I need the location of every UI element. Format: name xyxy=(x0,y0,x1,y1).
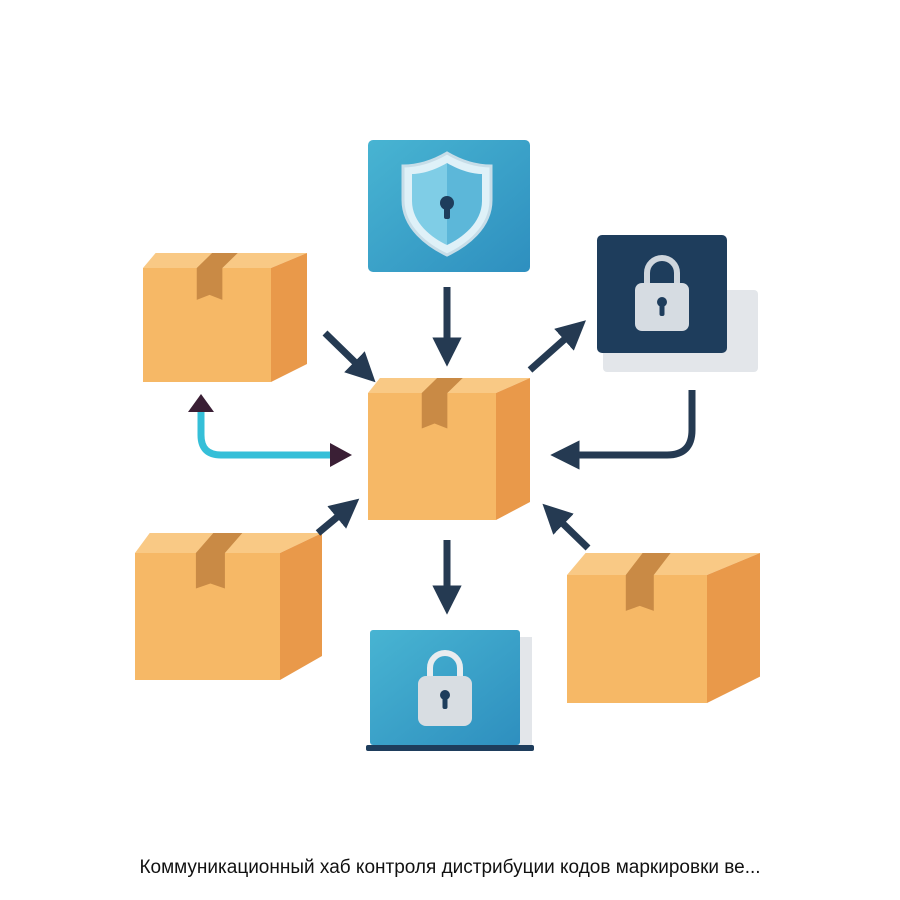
arrow-hub-to-lock xyxy=(527,320,586,373)
laptop-padlock-icon xyxy=(418,650,472,726)
lock-card xyxy=(597,235,758,372)
arrow-lock-to-hub xyxy=(550,390,696,470)
box-bottom-left xyxy=(135,533,322,680)
arrow-topleft-to-hub xyxy=(322,330,376,383)
arrows xyxy=(315,287,696,615)
shield-keyhole-icon xyxy=(401,151,493,257)
laptop-lock-card xyxy=(366,630,534,751)
cyan-bidirectional-arrow xyxy=(188,394,352,467)
box-hub-center xyxy=(368,378,530,520)
caption: Коммуникационный хаб контроля дистрибуци… xyxy=(139,857,761,878)
box-top-left xyxy=(143,253,307,382)
arrow-bottomleft-to-hub xyxy=(315,498,360,536)
arrow-bottomright-to-hub xyxy=(542,503,591,551)
box-bottom-right xyxy=(567,553,760,703)
shield-card xyxy=(368,140,530,272)
padlock-icon xyxy=(635,255,689,331)
